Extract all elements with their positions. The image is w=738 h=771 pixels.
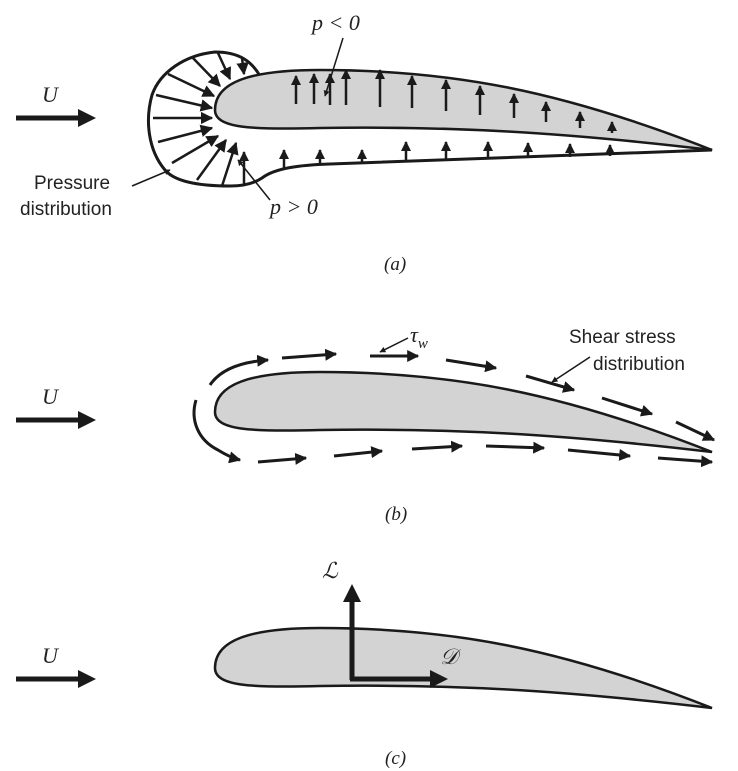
freestream-arrow-a xyxy=(16,109,96,127)
p-negative-leader xyxy=(323,37,344,97)
pressure-distribution-label-1: Pressure xyxy=(34,173,110,194)
drag-label: 𝒟 xyxy=(440,644,462,669)
shear-arrows-upper xyxy=(208,348,716,442)
tau-w-leader xyxy=(379,337,409,353)
freestream-arrow-b xyxy=(16,411,96,429)
panel-a: U xyxy=(16,10,714,275)
pressure-arrows-nose xyxy=(153,52,249,187)
p-negative-label: p < 0 xyxy=(310,10,360,35)
pressure-arrows-lower xyxy=(239,141,615,184)
pressure-distribution-label-2: distribution xyxy=(20,199,112,220)
p-positive-leader xyxy=(237,159,271,201)
suction-arrows-upper xyxy=(291,69,617,133)
freestream-label-b: U xyxy=(42,384,60,409)
p-positive-label: p > 0 xyxy=(268,194,318,219)
freestream-label-a: U xyxy=(42,82,60,107)
lift-label: ℒ xyxy=(322,558,339,583)
lift-arrow xyxy=(343,584,361,680)
caption-b: (b) xyxy=(385,504,407,525)
shear-arrows-lower xyxy=(192,399,714,468)
caption-c: (c) xyxy=(385,748,406,769)
caption-a: (a) xyxy=(384,254,406,275)
shear-stress-label-1: Shear stress xyxy=(569,327,676,348)
panel-c: U ℒ 𝒟 (c) xyxy=(16,558,714,769)
tau-w-label: τw xyxy=(410,322,428,352)
airfoil-b xyxy=(213,370,714,454)
airfoil-a xyxy=(213,68,714,152)
pressure-distribution-leader xyxy=(131,169,171,187)
panel-b: U τw Shear stress distribution xyxy=(16,322,716,525)
drag-arrow xyxy=(350,670,448,688)
freestream-arrow-c xyxy=(16,670,96,688)
freestream-label-c: U xyxy=(42,643,60,668)
shear-stress-leader xyxy=(551,356,591,383)
airfoil-c xyxy=(213,626,714,710)
shear-stress-label-2: distribution xyxy=(593,354,685,375)
